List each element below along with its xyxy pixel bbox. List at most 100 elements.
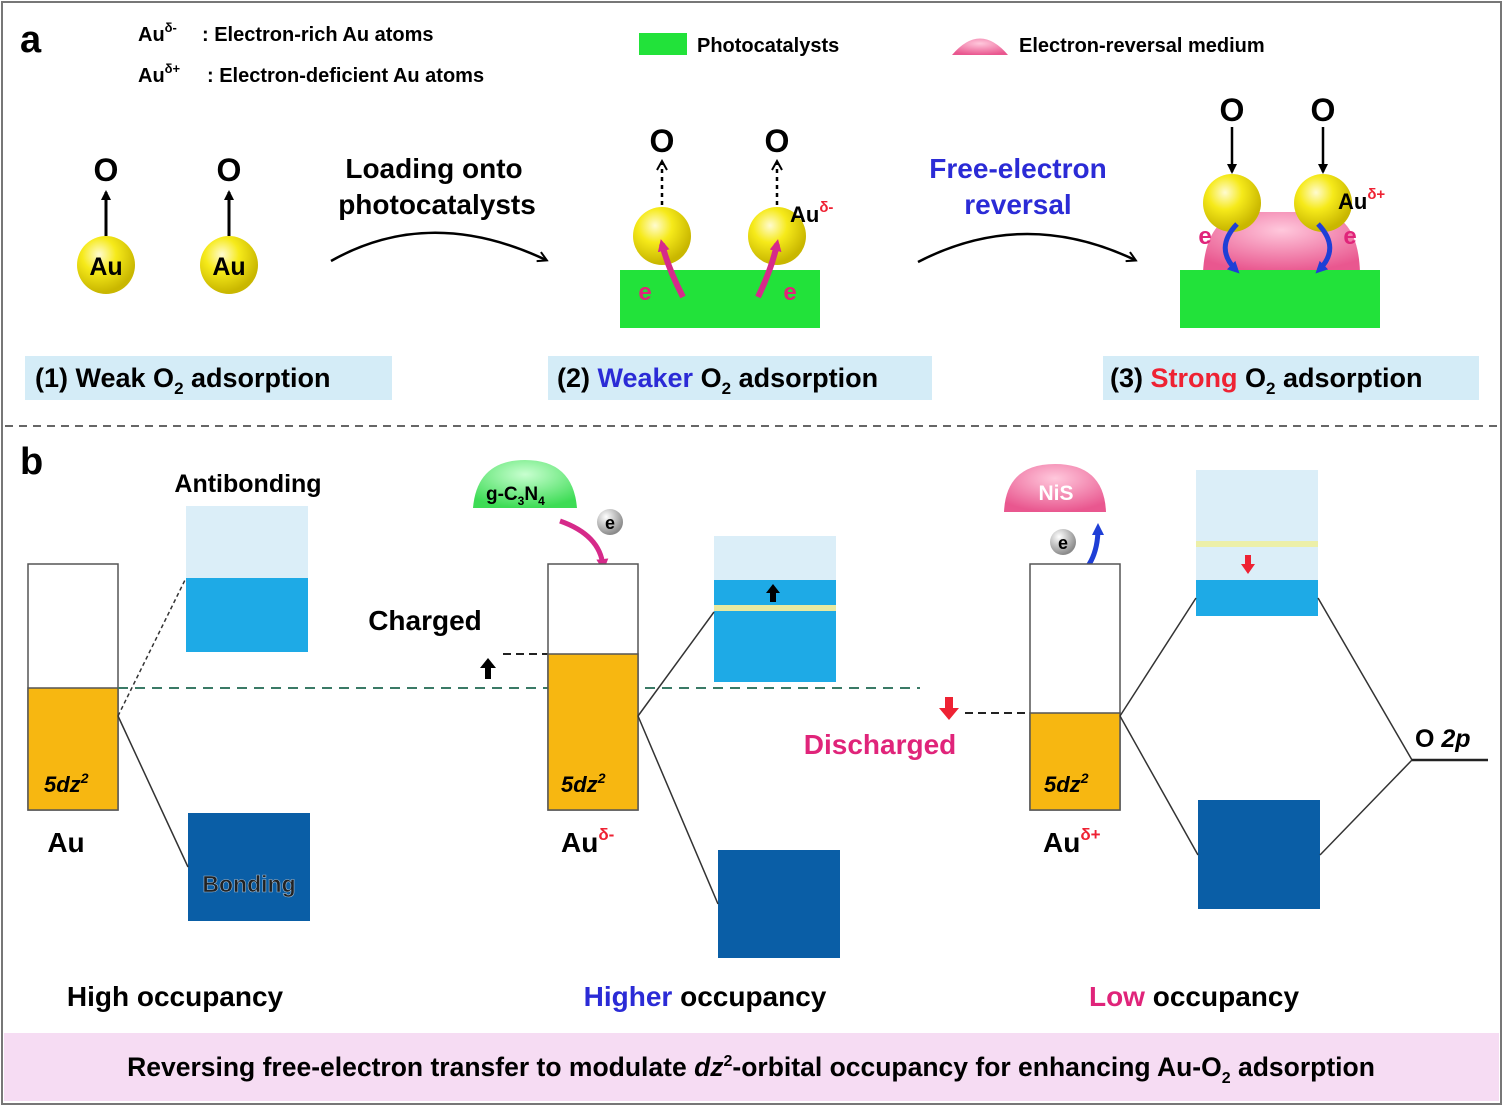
correlation-line	[1317, 597, 1413, 761]
state3-atom-left: O e	[1198, 92, 1261, 274]
caption2-text: (2) Weaker O2 adsorption	[557, 363, 878, 398]
nis-dome	[1004, 464, 1106, 512]
correlation-line	[637, 611, 715, 717]
caption1-text: (1) Weak O2 adsorption	[35, 363, 331, 398]
charged-label: Charged	[368, 605, 482, 636]
state3-au-delta-plus: Auδ+	[1338, 186, 1385, 214]
panel-b-letter: b	[20, 441, 43, 483]
arrow2-label-line2: reversal	[964, 189, 1071, 220]
electron-icon	[597, 509, 623, 535]
caption3-bg	[1103, 356, 1479, 400]
correlation-line	[117, 715, 189, 868]
legend-au-minus-sup: δ-	[165, 20, 177, 35]
o-atom-label: O	[1311, 92, 1336, 128]
au-atom-label: Au	[89, 253, 122, 281]
svg-text:Auδ-: Auδ-	[138, 20, 177, 46]
footer-banner	[4, 1033, 1499, 1101]
footer-text: Reversing free-electron transfer to modu…	[127, 1052, 1375, 1087]
legend-photocatalyst-label: Photocatalysts	[697, 35, 839, 57]
orbital-fill	[1029, 712, 1121, 811]
panel-a-letter: a	[20, 19, 42, 61]
caption1-bg	[25, 356, 392, 400]
orbital-5dz2-label: 5dz2	[561, 770, 606, 797]
injection-arrow	[559, 518, 609, 571]
au-orbital-column: 5dz2 Au	[27, 563, 119, 858]
correlation-line	[117, 577, 187, 717]
correlation-line	[1319, 759, 1413, 856]
electron-label: e	[1198, 223, 1211, 250]
electron-flow-arrow	[1222, 222, 1240, 274]
electron-flow-arrow	[657, 239, 686, 299]
state1-atom-right: O Au	[200, 152, 258, 294]
photocatalyst-slab	[1180, 270, 1380, 328]
electron-symbol: e	[605, 513, 615, 533]
reversal-arrow	[917, 232, 1135, 264]
legend-au-plus-symbol: Au	[138, 65, 165, 87]
antibonding-filled	[186, 578, 308, 652]
o-atom-label: O	[1220, 92, 1245, 128]
state2-atom-right: O e	[748, 123, 806, 306]
orbital-fill	[547, 653, 639, 811]
antibonding-label: Antibonding	[174, 470, 321, 498]
arrow1-label-line1: Loading onto	[345, 153, 522, 184]
legend-au-plus-sup: δ+	[165, 61, 181, 76]
electron-label: e	[1343, 223, 1356, 250]
au-minus-orbital-column: 5dz2 Auδ-	[547, 563, 639, 858]
legend-photocatalyst-swatch	[639, 33, 687, 55]
correlation-line	[637, 715, 719, 905]
electron-flow-arrow	[1315, 222, 1333, 274]
photocatalyst-slab	[620, 270, 820, 328]
shifted-level-marker	[1196, 541, 1318, 547]
occupancy-low: Low occupancy	[1089, 981, 1299, 1012]
au-label: Au	[47, 827, 84, 858]
legend-au-minus-symbol: Au	[138, 24, 165, 46]
bonding-level	[718, 850, 840, 958]
legend-medium-swatch	[952, 38, 1008, 55]
bonding-level	[1198, 800, 1320, 909]
legend-au-plus: Auδ+ : Electron-deficient Au atoms	[138, 61, 484, 87]
orbital-5dz2-label: 5dz2	[1044, 770, 1089, 797]
correlation-line	[1119, 597, 1197, 717]
electron-symbol: e	[1058, 533, 1068, 553]
gcn-dome	[473, 460, 577, 508]
antibonding-empty	[1196, 470, 1318, 580]
orbital-fill	[27, 687, 119, 811]
electron-flow-arrow	[755, 239, 782, 299]
legend-au-plus-desc: : Electron-deficient Au atoms	[207, 65, 484, 87]
up-arrow-icon	[480, 658, 496, 679]
au-minus-label: Auδ-	[561, 825, 614, 858]
bonding-label: Bonding	[202, 871, 295, 897]
arrow1-label-line2: photocatalysts	[338, 189, 536, 220]
nis-label: NiS	[1038, 482, 1073, 505]
legend-au-minus: Auδ- : Electron-rich Au atoms	[138, 20, 434, 46]
bonding-level	[188, 813, 310, 921]
o2p-label: O 2p	[1415, 725, 1471, 753]
down-arrow-icon	[1241, 555, 1255, 574]
up-arrow-icon	[766, 584, 780, 602]
occupancy-high: High occupancy	[67, 981, 284, 1012]
discharged-label: Discharged	[804, 729, 957, 760]
svg-text:Auδ+: Auδ+	[138, 61, 181, 87]
legend-medium-label: Electron-reversal medium	[1019, 35, 1265, 57]
state2-au-delta-minus: Auδ-	[790, 199, 833, 227]
loading-arrow	[330, 231, 546, 261]
au-plus-orbital-column: 5dz2 Auδ+	[1029, 563, 1121, 858]
state3-atom-right: O e	[1294, 92, 1357, 274]
state1-atom-left: O Au	[77, 152, 135, 294]
o-atom-label: O	[217, 152, 242, 188]
shifted-level-marker	[714, 605, 836, 611]
caption3-text: (3) Strong O2 adsorption	[1110, 363, 1422, 398]
o-atom-label: O	[650, 123, 675, 159]
o-atom-label: O	[765, 123, 790, 159]
down-arrow-icon	[939, 697, 959, 720]
electron-icon	[1050, 529, 1076, 555]
gcn-label: g-C3N4	[486, 484, 545, 508]
correlation-line	[1119, 715, 1199, 856]
electron-label: e	[783, 279, 796, 306]
arrow2-label-line1: Free-electron	[929, 153, 1106, 184]
orbital-5dz2-label: 5dz2	[44, 770, 89, 797]
o-atom-label: O	[94, 152, 119, 188]
au-atom-label: Au	[212, 253, 245, 281]
